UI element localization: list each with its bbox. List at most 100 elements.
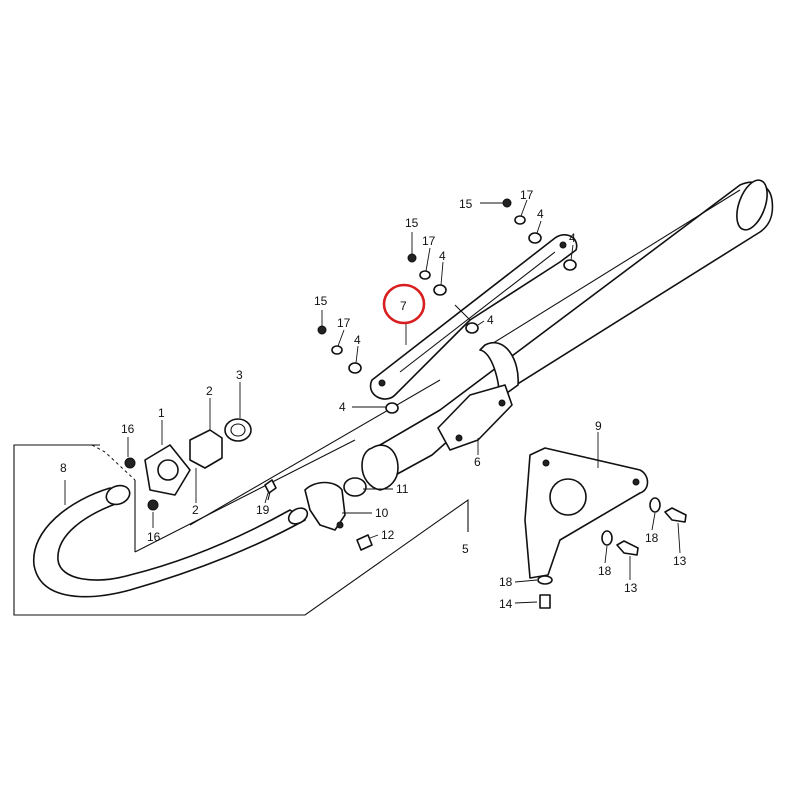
washer-4 xyxy=(433,284,447,296)
callout-6: 6 xyxy=(474,455,481,469)
washer-4 xyxy=(385,402,399,414)
callout-17: 17 xyxy=(520,188,534,202)
leader xyxy=(651,512,656,531)
leader-lines xyxy=(64,199,681,604)
callout-4: 4 xyxy=(537,207,544,221)
bracket-6-hole xyxy=(455,434,463,442)
callout-9: 9 xyxy=(595,419,602,433)
parts-1-2-3 xyxy=(144,418,252,496)
muffler-collar xyxy=(479,342,519,399)
pipe-8-outlet xyxy=(287,507,309,525)
cap-12 xyxy=(356,534,373,551)
bracket-9-hole xyxy=(542,459,550,467)
leader xyxy=(570,244,574,261)
callout-18: 18 xyxy=(645,531,659,545)
guide-line xyxy=(134,439,356,553)
callout-15: 15 xyxy=(405,216,419,230)
leader xyxy=(514,579,538,583)
part-8-exhaust-pipe xyxy=(33,484,309,598)
bolt-19-shank xyxy=(267,491,271,501)
hardware-groups xyxy=(317,198,577,414)
callout-labels: 8 16 16 1 2 2 3 19 10 11 12 5 6 7 4 4 4 … xyxy=(60,188,687,611)
bracket-6-hole xyxy=(498,399,506,407)
callout-4: 4 xyxy=(339,400,346,414)
pipe-8-flange xyxy=(105,484,131,506)
leader xyxy=(337,329,345,347)
clamp-10 xyxy=(304,481,346,531)
callout-18: 18 xyxy=(598,564,612,578)
leader xyxy=(677,522,681,554)
collar-2 xyxy=(189,429,223,469)
callout-17: 17 xyxy=(337,316,351,330)
leader xyxy=(264,492,269,504)
stay-7-hole xyxy=(378,379,386,387)
boundary-line xyxy=(13,444,469,616)
bracket-6 xyxy=(437,384,513,451)
callout-11: 11 xyxy=(396,482,409,496)
washer-18 xyxy=(601,530,613,546)
nut-16 xyxy=(124,457,136,469)
washer-4 xyxy=(348,362,362,374)
bolt-15 xyxy=(407,253,417,263)
callout-4: 4 xyxy=(487,313,494,327)
gasket-3 xyxy=(224,418,252,442)
bolt-19 xyxy=(264,479,277,494)
callout-19: 19 xyxy=(256,503,270,517)
leader xyxy=(369,534,379,539)
callout-15: 15 xyxy=(459,197,473,211)
muffler-seam xyxy=(489,189,741,346)
bolt-15 xyxy=(317,325,327,335)
leader xyxy=(514,601,538,604)
part-7-stay xyxy=(369,234,578,400)
stay-7-rib xyxy=(399,251,556,373)
callout-15: 15 xyxy=(314,294,328,308)
washer-18 xyxy=(537,575,553,585)
callout-13: 13 xyxy=(673,554,687,568)
washer-18 xyxy=(649,497,661,513)
callout-4: 4 xyxy=(354,333,361,347)
bracket-9-bore xyxy=(549,478,587,516)
bolt-13 xyxy=(664,507,687,523)
callout-17: 17 xyxy=(422,234,436,248)
washer-4 xyxy=(563,259,577,271)
callout-8: 8 xyxy=(60,461,67,475)
leader xyxy=(520,199,528,217)
highlight-circle xyxy=(382,283,426,325)
frame-lines xyxy=(13,379,469,616)
callout-4: 4 xyxy=(569,231,576,245)
callout-5: 5 xyxy=(462,542,469,556)
bolt-15 xyxy=(502,198,512,208)
washer-17 xyxy=(331,345,343,355)
washer-17 xyxy=(419,270,431,280)
muffler xyxy=(361,179,774,491)
nuts-16 xyxy=(124,457,159,511)
bolt-13 xyxy=(616,540,639,556)
gasket-11 xyxy=(343,477,367,497)
stay-7 xyxy=(369,234,578,400)
flange-1-bore xyxy=(157,459,179,481)
washer-17 xyxy=(514,215,526,225)
leader xyxy=(477,320,485,326)
callout-12: 12 xyxy=(381,528,395,542)
leader xyxy=(425,247,431,272)
part-9-bracket xyxy=(524,447,687,609)
callout-10: 10 xyxy=(375,506,389,520)
guide-line xyxy=(189,379,441,526)
muffler-inlet xyxy=(361,444,399,491)
callout-16: 16 xyxy=(121,422,135,436)
stay-7-hole xyxy=(559,241,567,249)
nut-16 xyxy=(147,499,159,511)
callout-7: 7 xyxy=(400,299,407,313)
callout-13: 13 xyxy=(624,581,638,595)
leader xyxy=(355,345,359,364)
muffler-end-cap xyxy=(736,179,768,231)
callout-16: 16 xyxy=(147,530,161,544)
stay-7-bend xyxy=(454,304,471,321)
part-6-bracket xyxy=(437,384,513,451)
callout-2: 2 xyxy=(192,503,199,517)
callout-1: 1 xyxy=(158,406,165,420)
dashed-guide xyxy=(91,444,136,481)
clamp-group xyxy=(264,477,373,551)
leader xyxy=(440,261,444,286)
